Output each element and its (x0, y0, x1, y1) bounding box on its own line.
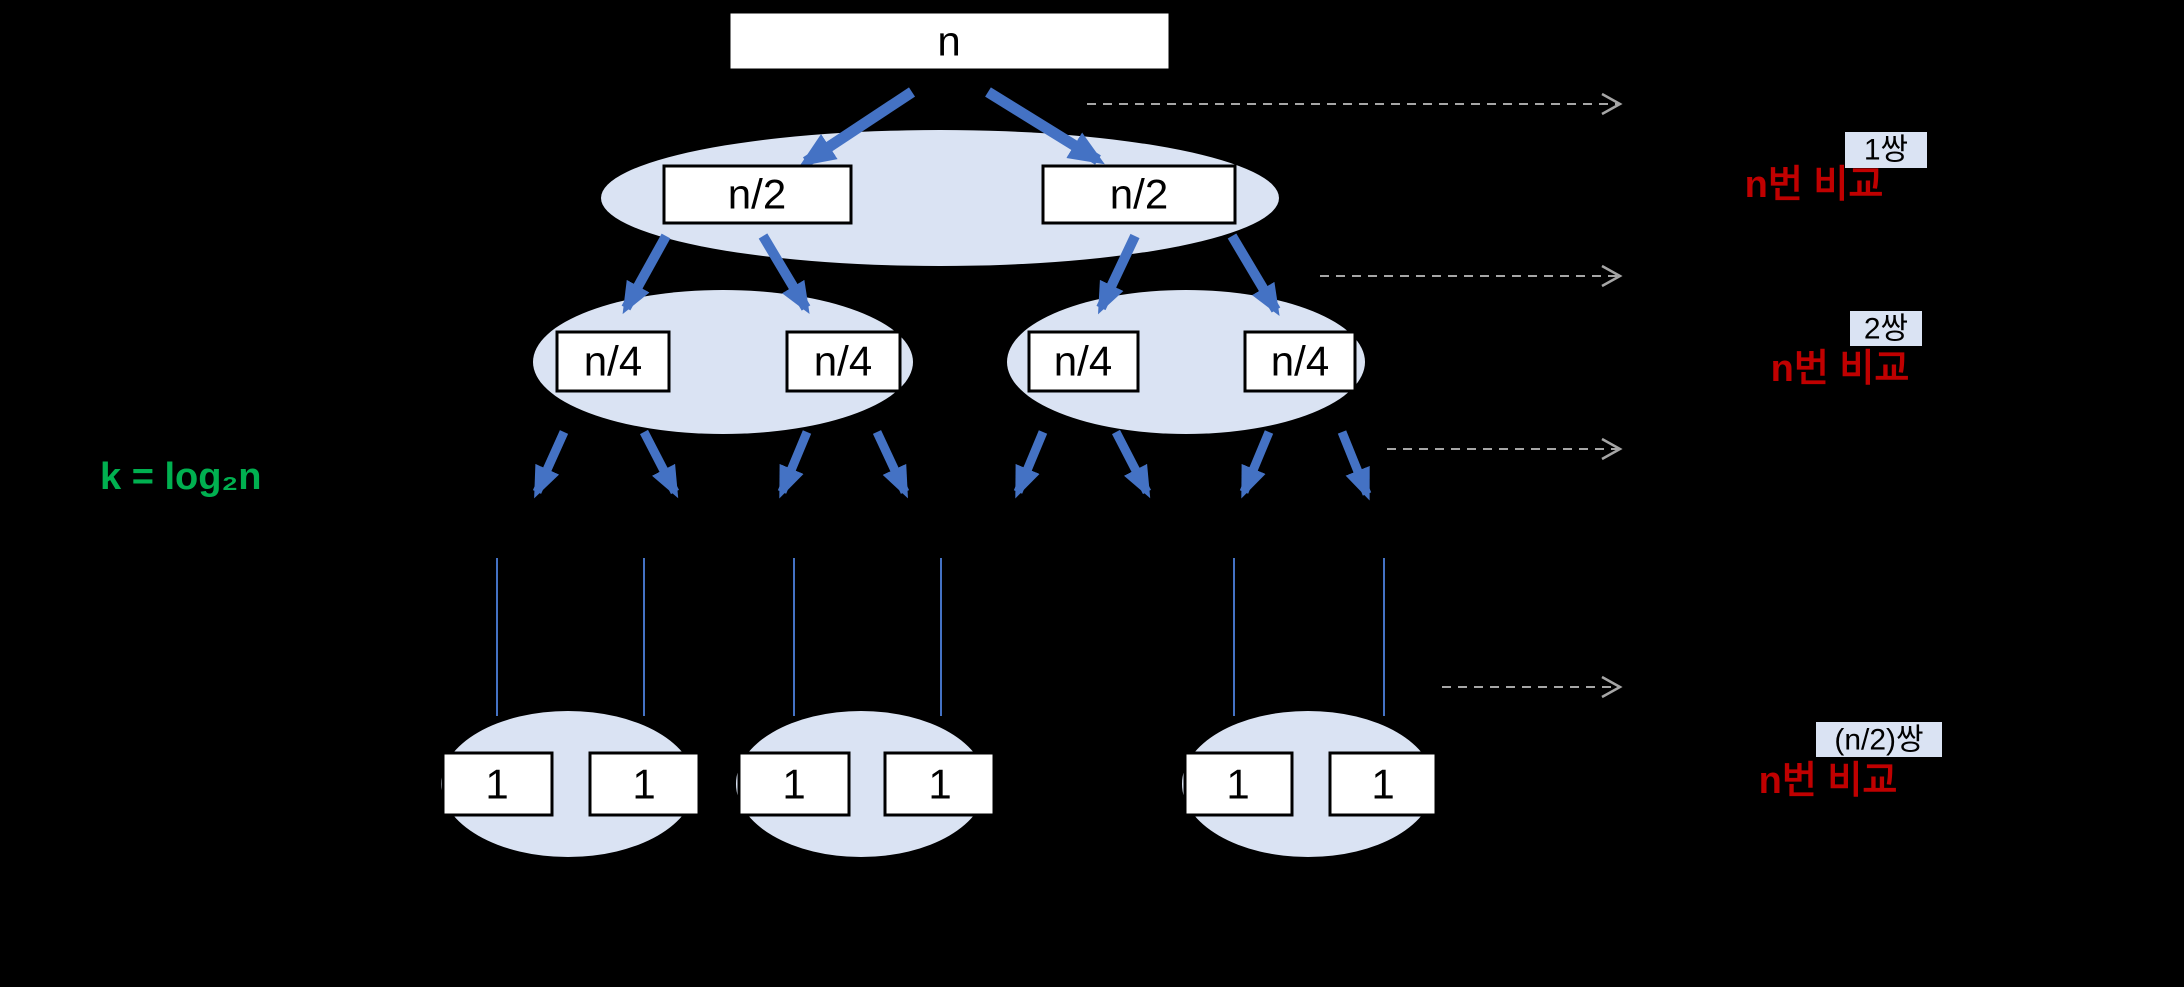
node-box-leaf-3 (737, 751, 851, 817)
node-box-n4-3 (1027, 330, 1140, 393)
merge-group-ellipse-level1 (601, 130, 1279, 266)
node-label-n2-right: n/2 (1110, 171, 1168, 218)
split-arrow-root-left (799, 87, 916, 167)
node-label-leaf-6: 1 (1371, 761, 1394, 808)
node-box-n4-4 (1243, 330, 1357, 393)
comparison-count-label-3: n번 비교 (1759, 760, 1898, 802)
node-box-n4-2 (785, 330, 902, 393)
merge-group-ellipse-leaf-1 (441, 711, 695, 857)
comparison-count-label-1: n번 비교 (1745, 164, 1884, 206)
node-box-n2-right (1041, 164, 1237, 225)
node-label-leaf-2: 1 (632, 761, 655, 808)
merge-group-ellipse-level2-right (1007, 290, 1365, 434)
node-label-n4-2: n/4 (814, 338, 872, 385)
node-box-leaf-6 (1328, 751, 1438, 817)
pair-count-label-2: 2쌍 (1864, 313, 1908, 346)
node-label-leaf-1: 1 (485, 761, 508, 808)
split-arrow-l3-5 (1013, 430, 1048, 499)
split-arrow-l3-3 (777, 430, 812, 499)
node-label-n4-4: n/4 (1271, 338, 1329, 385)
split-arrow-l3-4 (872, 430, 910, 499)
pair-count-highlight-3 (1816, 722, 1942, 757)
node-box-root (727, 10, 1172, 72)
merge-group-ellipse-level2-left (533, 290, 913, 434)
node-box-n2-left (662, 164, 853, 225)
node-label-n4-3: n/4 (1054, 338, 1112, 385)
split-arrow-l2-4 (1227, 233, 1281, 317)
pair-count-label-3: (n/2)쌍 (1834, 724, 1923, 757)
split-arrow-root-right (985, 87, 1105, 165)
node-box-n4-1 (555, 330, 671, 393)
node-label-n2-left: n/2 (728, 171, 786, 218)
pair-count-highlight-2 (1850, 311, 1922, 346)
split-arrow-l3-6 (1112, 429, 1151, 499)
depth-formula-label: k = log₂n (100, 456, 262, 498)
merge-group-ellipse-leaf-2 (736, 711, 986, 857)
node-box-leaf-1 (441, 751, 554, 817)
merge-group-ellipse-leaf-3 (1182, 711, 1434, 857)
split-arrow-l3-2 (640, 429, 679, 499)
split-arrow-l2-3 (1096, 233, 1140, 315)
node-box-leaf-2 (588, 751, 701, 817)
split-arrow-l3-8 (1337, 430, 1372, 501)
node-box-leaf-4 (883, 751, 996, 817)
node-label-leaf-5: 1 (1226, 761, 1249, 808)
split-arrow-l2-1 (621, 233, 671, 315)
node-label-root: n (937, 18, 960, 65)
node-label-n4-1: n/4 (584, 338, 642, 385)
split-arrow-l2-2 (758, 233, 811, 315)
node-label-leaf-4: 1 (928, 761, 951, 808)
node-box-leaf-5 (1183, 751, 1294, 817)
pair-count-highlight-1 (1845, 132, 1927, 168)
pair-count-label-1: 1쌍 (1864, 134, 1908, 167)
comparison-count-label-2: n번 비교 (1771, 348, 1910, 390)
node-label-leaf-3: 1 (782, 761, 805, 808)
split-arrow-l3-7 (1239, 430, 1274, 499)
split-arrow-l3-1 (532, 430, 569, 499)
